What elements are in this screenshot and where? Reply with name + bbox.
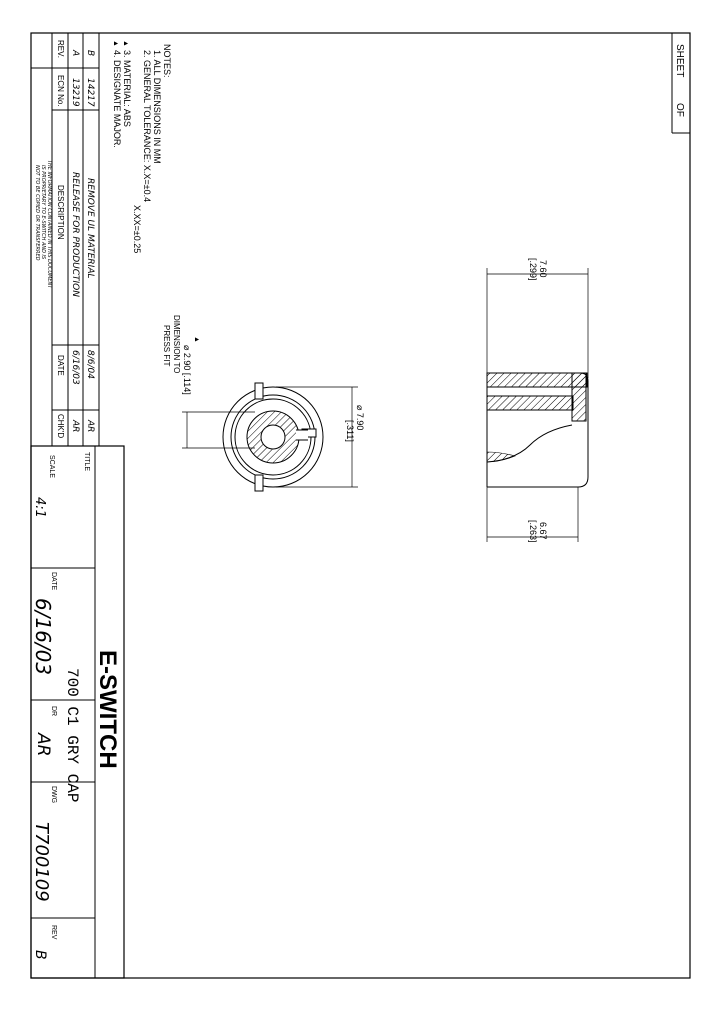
rev-cell: B: [85, 50, 95, 56]
height-dimension: 6.67: [538, 522, 548, 540]
note-3: 3. MATERIAL: ABS: [122, 50, 132, 127]
length-dimension: 7.60: [538, 260, 548, 278]
note-2-tolerance: X.XX=±0.25: [132, 205, 142, 253]
end-view: ⌀ 7.90 [.311] ▲ ⌀ 2.90 [.114] DIMENSION …: [162, 315, 365, 492]
scale-value: 4:1: [32, 497, 47, 518]
revision-row-b: B 14217 REMOVE UL MATERIAL 8/6/04 AR: [85, 50, 95, 432]
description-cell: RELEASE FOR PRODUCTION: [70, 172, 80, 297]
length-inch: [.299]: [528, 258, 538, 281]
date-cell: 6/16/03: [70, 350, 80, 385]
sheet-border: [30, 32, 691, 979]
scale-label: SCALE: [48, 455, 55, 478]
diameter-dimension: ⌀ 7.90: [355, 405, 365, 430]
bore-dimension: ⌀ 2.90 [.114]: [182, 345, 192, 395]
date-label: DATE: [50, 572, 57, 590]
note-4: 4. DESIGNATE MAJOR.: [112, 50, 122, 148]
note-2: 2. GENERAL TOLERANCE: X.X=±0.4: [142, 50, 152, 202]
diameter-inch: [.311]: [345, 420, 355, 442]
section-view: 7.60 [.299] 6.67 [.263]: [486, 258, 589, 543]
dwg-value: T700109: [31, 822, 52, 902]
dr-label: DR: [50, 706, 57, 716]
height-inch: [.263]: [528, 520, 538, 543]
ecn-cell: 13219: [70, 78, 80, 107]
rev-header: REV.: [56, 40, 65, 58]
chkd-cell: AR: [85, 419, 95, 432]
revision-table: REV. ECN No. DESCRIPTION DATE CHK'D A 13…: [30, 32, 100, 447]
note-4-marker: ▲: [112, 40, 119, 47]
date-cell: 8/6/04: [85, 350, 95, 379]
note-3-marker: ▲: [122, 40, 129, 47]
sheet-label: SHEET: [674, 44, 685, 77]
sheet-block: SHEET OF: [671, 33, 690, 134]
dr-value: AR: [33, 732, 53, 756]
title-label: TITLE: [83, 452, 90, 471]
proprietary-notice: THE INFORMATION CONTAINED IN THIS DOCUME…: [34, 160, 52, 289]
rev-cell: A: [70, 49, 80, 56]
date-value: 6/16/03: [31, 598, 55, 675]
proprietary-line-2: IS PROPRIETARY TO E-SWITCH AND IS: [40, 165, 46, 260]
description-cell: REMOVE UL MATERIAL: [85, 178, 95, 279]
proprietary-line-3: NOT TO BE COPIED OR TRANSFERRED: [34, 165, 40, 261]
rev-value: B: [32, 950, 48, 960]
part-title: 700 C1 GRY CAP: [63, 668, 81, 802]
bore-note-2: PRESS FIT: [162, 325, 171, 366]
chkd-header: CHK'D: [56, 414, 65, 438]
company-logo: E-SWITCH: [94, 650, 121, 769]
of-label: OF: [674, 103, 685, 117]
bore-note-1: DIMENSION TO: [172, 315, 181, 373]
notes-heading: NOTES:: [162, 44, 172, 78]
revision-row-a: A 13219 RELEASE FOR PRODUCTION 6/16/03 A…: [70, 49, 80, 432]
notes-block: NOTES: 1. ALL DIMENSIONS IN MM 2. GENERA…: [112, 40, 172, 253]
ecn-cell: 14217: [85, 78, 95, 107]
date-header: DATE: [56, 355, 65, 376]
dwg-label: DWG: [50, 786, 57, 803]
ecn-header: ECN No.: [56, 75, 65, 107]
bore-marker: ▲: [193, 336, 200, 343]
description-header: DESCRIPTION: [56, 185, 65, 240]
rev-label: REV: [50, 925, 57, 940]
chkd-cell: AR: [70, 419, 80, 432]
note-1: 1. ALL DIMENSIONS IN MM: [152, 50, 162, 164]
title-block: TITLE E-SWITCH 700 C1 GRY CAP SCALE 4:1 …: [30, 445, 125, 979]
proprietary-line-1: THE INFORMATION CONTAINED IN THIS DOCUME…: [46, 160, 52, 289]
